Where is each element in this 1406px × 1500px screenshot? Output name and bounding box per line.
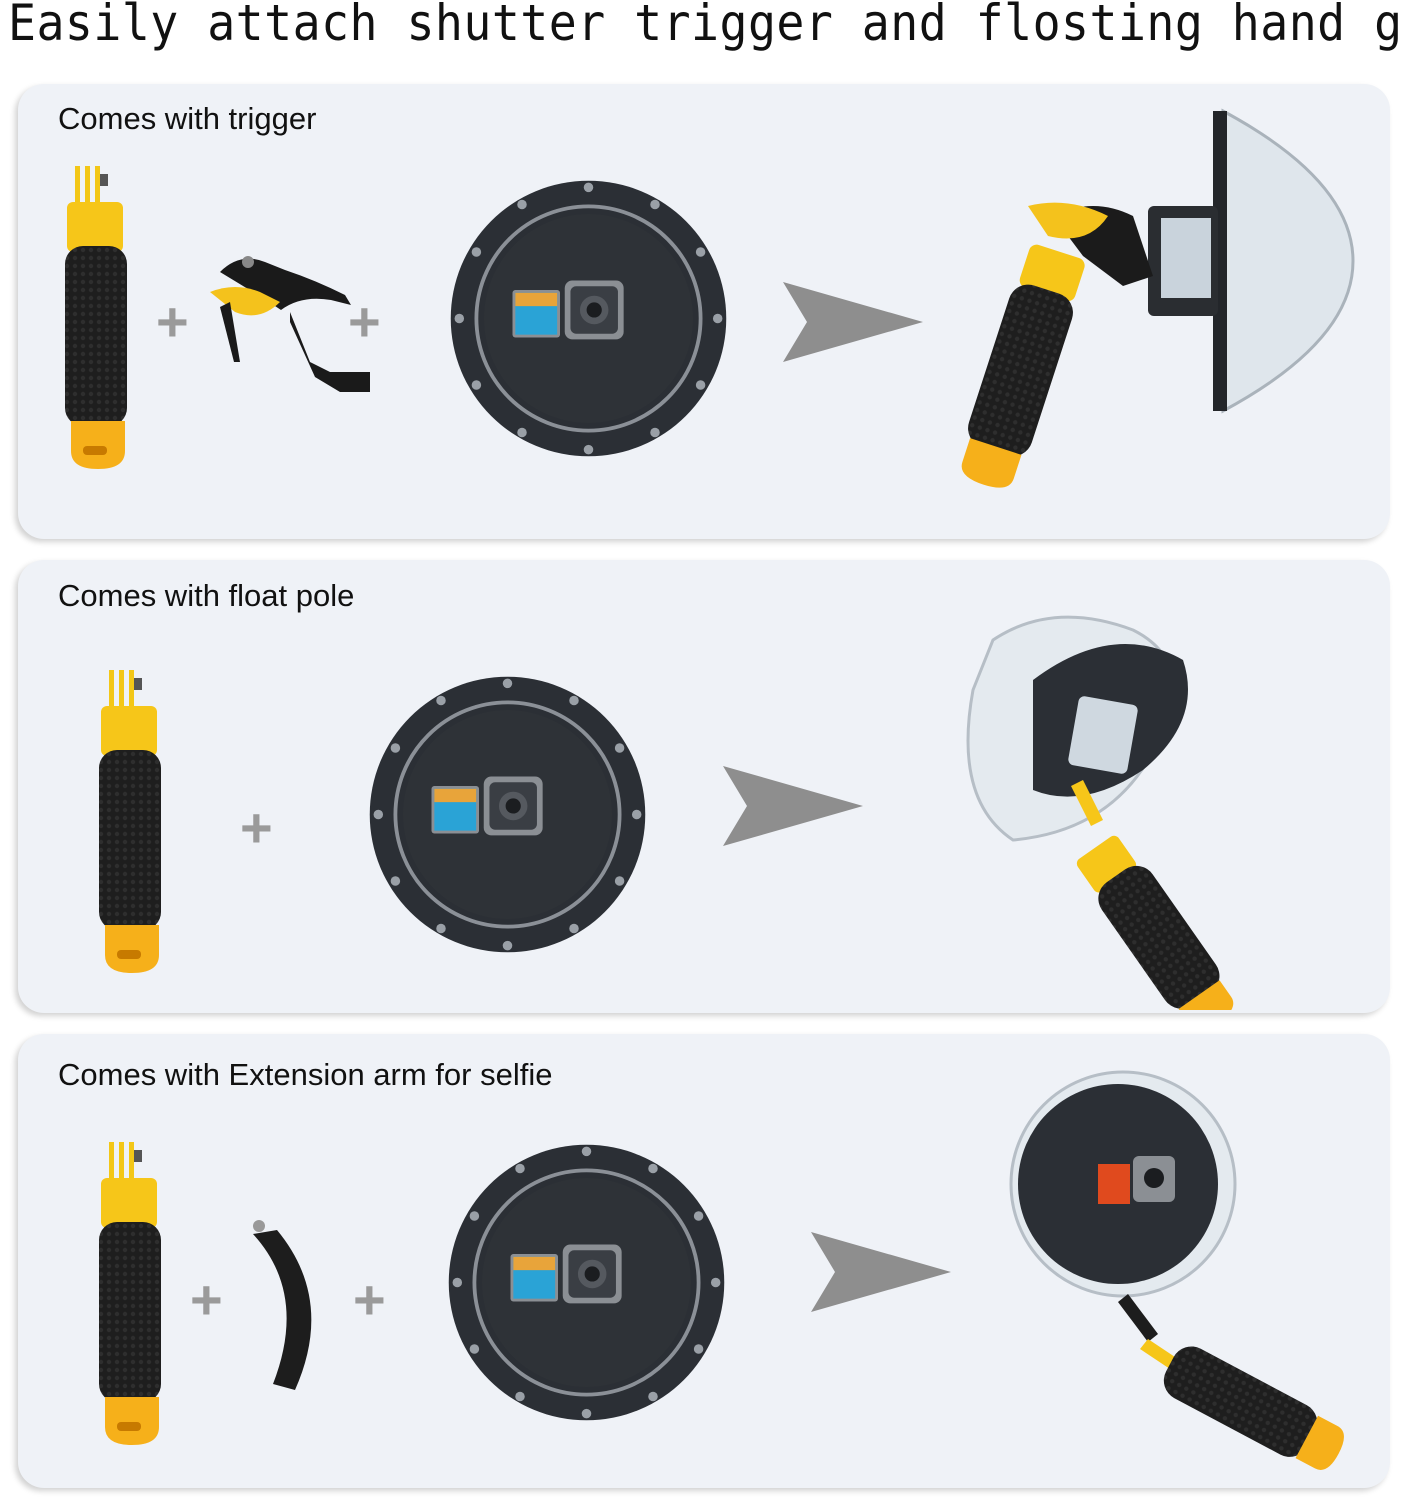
panel-trigger: Comes with trigger + +: [18, 84, 1390, 539]
plus-icon: +: [190, 1268, 223, 1331]
arrow-icon: [811, 1232, 951, 1312]
floating-grip-image: [96, 1142, 168, 1452]
panel-extension-arm: Comes with Extension arm for selfie + +: [18, 1034, 1390, 1488]
plus-icon: +: [156, 290, 189, 353]
floating-grip-image: [62, 166, 134, 476]
arrow-icon: [783, 282, 923, 362]
floating-grip-image: [96, 670, 168, 980]
plus-icon: +: [353, 1268, 386, 1331]
dome-port-image: [446, 176, 731, 461]
panel-label: Comes with Extension arm for selfie: [58, 1057, 553, 1092]
panel-label: Comes with float pole: [58, 578, 355, 613]
dome-port-image: [365, 672, 650, 957]
shutter-trigger-image: [210, 256, 370, 392]
plus-icon: +: [240, 796, 273, 859]
assembled-selfie-image: [1009, 1070, 1344, 1470]
extension-arm-image: [253, 1220, 312, 1390]
arrow-icon: [723, 766, 863, 846]
panel-label: Comes with trigger: [58, 101, 317, 136]
dome-port-image: [444, 1140, 729, 1425]
plus-icon: +: [348, 290, 381, 353]
assembled-trigger-image: [961, 108, 1355, 488]
panel-float-pole: Comes with float pole +: [18, 560, 1390, 1013]
assembled-float-image: [966, 615, 1234, 1010]
page-title: Easily attach shutter trigger and flosti…: [8, 0, 1406, 52]
